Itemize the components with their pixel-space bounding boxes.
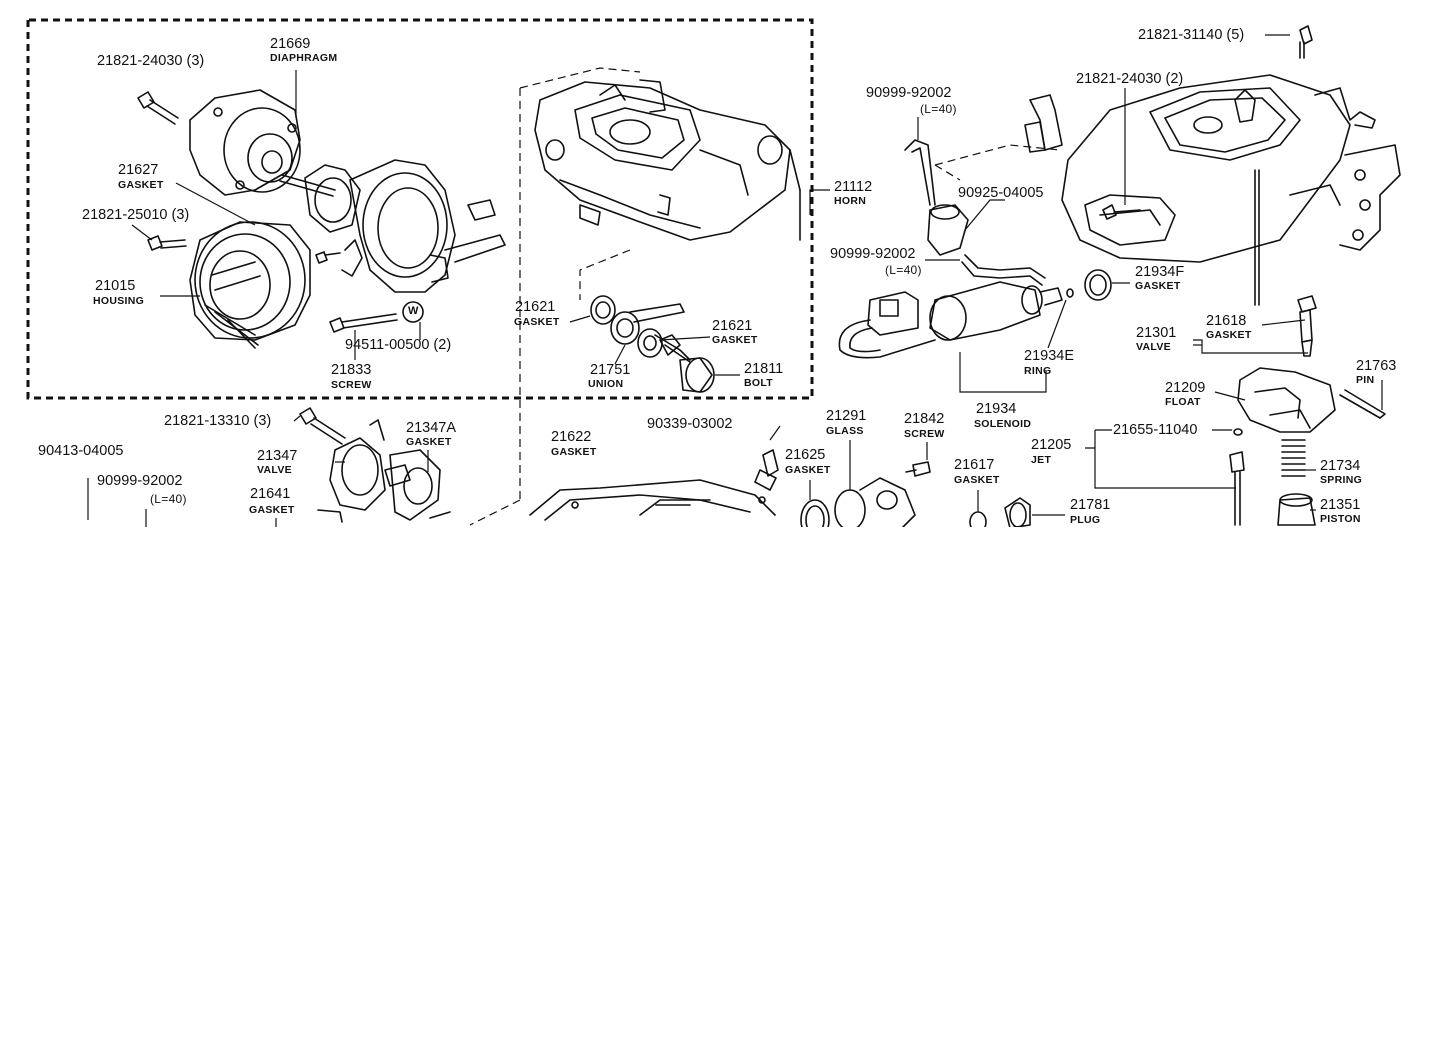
leader-lines [87,34,1383,530]
part-21934E: 21934E [1024,348,1074,364]
part-21621-a: 21621 [515,299,556,315]
part-21734: 21734 [1320,458,1361,474]
part-21934-desc: SOLENOID [974,418,1032,430]
part-21641-desc: GASKET [249,504,295,516]
part-21934F-desc: GASKET [1135,280,1181,292]
part-21842-desc: SCREW [904,428,945,440]
part-21618: 21618 [1206,313,1247,329]
part-21351-desc: PISTON [1320,513,1361,525]
part-21618-desc: GASKET [1206,329,1252,341]
part-21833: 21833 [331,362,372,378]
part-21734-desc: SPRING [1320,474,1363,486]
part-21811: 21811 [744,361,784,377]
part-21205: 21205 [1031,437,1072,453]
part-21112: 21112 [834,179,873,195]
part-21621-a-desc: GASKET [514,316,560,328]
part-90925-04005: 90925-04005 [958,185,1044,201]
float-valve-art [1229,295,1386,526]
part-21205-desc: JET [1031,454,1052,466]
part-21622-desc: GASKET [551,446,597,458]
solenoid-art [838,139,1112,359]
carburetor-body-art [1024,25,1401,306]
part-90999-92002-b: 90999-92002 [830,246,916,262]
horn-art [534,79,801,241]
part-21347-desc: VALVE [257,464,292,476]
part-21811-desc: BOLT [744,377,773,389]
part-21751-desc: UNION [588,378,624,390]
part-21763: 21763 [1356,358,1397,374]
part-21621-b: 21621 [712,318,753,334]
part-21781: 21781 [1070,497,1111,513]
part-21622: 21622 [551,429,592,445]
horn-group-frame [469,67,1061,526]
part-21347A: 21347A [406,420,456,436]
part-21209: 21209 [1165,380,1206,396]
part-21842: 21842 [904,411,945,427]
part-21934: 21934 [976,401,1017,417]
part-21291-desc: GLASS [826,425,864,437]
part-21821-31140-5: 21821-31140 (5) [1138,27,1245,43]
part-21627: 21627 [118,162,159,178]
part-21112-desc: HORN [834,195,867,207]
diaphragm-assembly-art [137,89,506,349]
part-21627-desc: GASKET [118,179,164,191]
part-21763-desc: PIN [1356,374,1375,386]
part-90999-92002-a-length: (L=40) [920,102,957,116]
part-21751: 21751 [590,362,631,378]
part-21291: 21291 [826,408,867,424]
part-21655-11040: 21655-11040 [1113,422,1198,438]
part-21669-desc: DIAPHRAGM [270,52,338,64]
part-90999-92002-c: 90999-92002 [97,473,183,489]
part-21821-24030-3: 21821-24030 (3) [97,53,205,69]
part-21625-desc: GASKET [785,464,831,476]
part-21015-desc: HOUSING [93,295,145,307]
part-90339-03002: 90339-03002 [647,416,733,432]
part-21821-25010-3: 21821-25010 (3) [82,207,190,223]
part-90999-92002-b-length: (L=40) [885,263,922,277]
part-21617-desc: GASKET [954,474,1000,486]
part-90999-92002-a: 90999-92002 [866,85,952,101]
part-21621-b-desc: GASKET [712,334,758,346]
part-21821-13310-3: 21821-13310 (3) [164,413,272,429]
part-21934E-desc: RING [1024,365,1052,377]
auxiliary-group-frame [26,18,814,400]
part-21625: 21625 [785,447,826,463]
part-21301: 21301 [1136,325,1177,341]
part-21934F: 21934F [1135,264,1185,280]
part-21301-desc: VALVE [1136,341,1171,353]
part-21347: 21347 [257,448,298,464]
part-21821-24030-2: 21821-24030 (2) [1076,71,1184,87]
part-21669: 21669 [270,36,311,52]
part-21351: 21351 [1320,497,1361,513]
part-21617: 21617 [954,457,995,473]
valve-21347-art [299,407,451,523]
part-90413-04005: 90413-04005 [38,443,124,459]
washer-mark: W [408,305,419,317]
part-21781-desc: PLUG [1070,514,1101,526]
part-21347A-desc: GASKET [406,436,452,448]
part-90999-92002-c-length: (L=40) [150,492,187,506]
part-21209-desc: FLOAT [1165,396,1201,408]
part-21641: 21641 [250,486,291,502]
part-94511-00500: 94511-00500 (2) [345,337,452,353]
part-21833-desc: SCREW [331,379,372,391]
part-21015: 21015 [95,278,136,294]
blank-lower-area [0,527,1456,1042]
